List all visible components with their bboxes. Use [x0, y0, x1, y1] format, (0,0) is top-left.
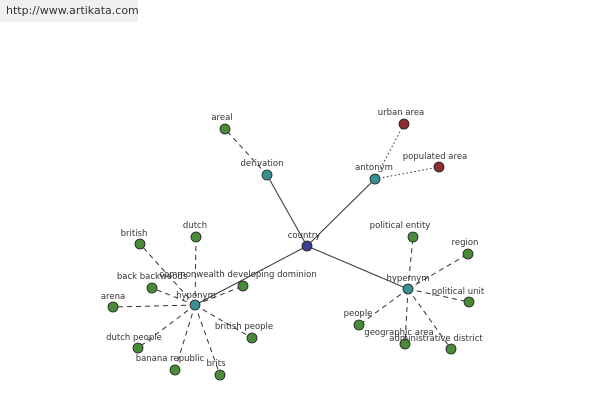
node-label-arena: arena — [101, 292, 125, 302]
edge-hyponym-dutch — [194, 236, 197, 306]
edge-hypernym-geographic_area — [404, 288, 409, 345]
node-country[interactable] — [301, 240, 313, 252]
edge-country-hyponym — [194, 245, 308, 306]
node-banana_republic[interactable] — [169, 364, 181, 376]
node-label-dutch: dutch — [183, 221, 207, 231]
node-label-political_entity: political entity — [370, 221, 431, 231]
node-areal[interactable] — [219, 123, 231, 135]
edge-hyponym-british_people — [194, 304, 253, 339]
edge-hypernym-administrative_district — [407, 288, 452, 350]
node-british_people[interactable] — [246, 332, 258, 344]
node-brits[interactable] — [214, 369, 226, 381]
node-derivation[interactable] — [261, 169, 273, 181]
node-populated_area[interactable] — [433, 161, 445, 173]
node-label-populated_area: populated area — [403, 152, 468, 162]
node-people[interactable] — [353, 319, 365, 331]
node-label-country: country — [288, 231, 321, 241]
edge-country-antonym — [306, 178, 376, 247]
edge-derivation-areal — [224, 128, 268, 176]
node-label-urban_area: urban area — [378, 108, 425, 118]
node-label-geographic_area: geographic area — [364, 328, 433, 338]
edge-country-derivation — [266, 174, 308, 247]
node-label-political_unit: political unit — [432, 287, 485, 297]
node-label-antonym: antonym — [355, 163, 393, 173]
node-label-dutch_people: dutch people — [106, 333, 162, 343]
node-back_backwoods[interactable] — [146, 282, 158, 294]
edge-hyponym-british — [139, 243, 196, 306]
node-dutch[interactable] — [190, 231, 202, 243]
node-label-banana_republic: banana republic — [136, 354, 205, 364]
edge-hypernym-region — [407, 253, 469, 290]
node-political_unit[interactable] — [463, 296, 475, 308]
labels-layer: country derivation antonym hyponym hypernym a… — [101, 108, 485, 369]
node-label-brits: brits — [206, 359, 226, 369]
node-antonym[interactable] — [369, 173, 381, 185]
node-geographic_area[interactable] — [399, 338, 411, 350]
node-label-hypernym: hypernym — [386, 274, 429, 284]
nodes-layer — [107, 118, 475, 381]
node-label-back_backwoods: back backwoods — [117, 272, 188, 282]
node-political_entity[interactable] — [407, 231, 419, 243]
watermark-url: http://www.artikata.com — [0, 0, 139, 22]
node-region[interactable] — [462, 248, 474, 260]
edge-hyponym-banana_republic — [174, 304, 196, 371]
node-label-derivation: derivation — [240, 159, 283, 169]
node-british[interactable] — [134, 238, 146, 250]
node-arena[interactable] — [107, 301, 119, 313]
node-hypernym[interactable] — [402, 283, 414, 295]
edge-country-hypernym — [306, 245, 409, 290]
node-urban_area[interactable] — [398, 118, 410, 130]
node-hyponym[interactable] — [189, 299, 201, 311]
edge-hypernym-political_unit — [407, 288, 470, 303]
node-label-british: british — [121, 229, 148, 239]
node-label-administrative_district: administrative district — [389, 334, 483, 344]
node-label-region: region — [452, 238, 479, 248]
node-commonwealth[interactable] — [237, 280, 249, 292]
node-label-british_people: british people — [215, 322, 273, 332]
node-label-areal: areal — [211, 113, 232, 123]
edge-hyponym-arena — [112, 304, 196, 308]
node-label-commonwealth: commonwealth developing dominion — [159, 270, 316, 280]
edge-hyponym-dutch_people — [137, 304, 196, 349]
node-label-hyponym: hyponym — [176, 291, 216, 301]
edge-hyponym-back_backwoods — [151, 287, 196, 306]
edge-hyponym-brits — [194, 304, 221, 376]
node-dutch_people[interactable] — [132, 342, 144, 354]
node-label-people: people — [344, 309, 373, 319]
edges-layer — [112, 123, 470, 376]
edge-antonym-populated_area — [374, 166, 440, 180]
node-administrative_district[interactable] — [445, 343, 457, 355]
edge-hypernym-people — [358, 288, 409, 326]
